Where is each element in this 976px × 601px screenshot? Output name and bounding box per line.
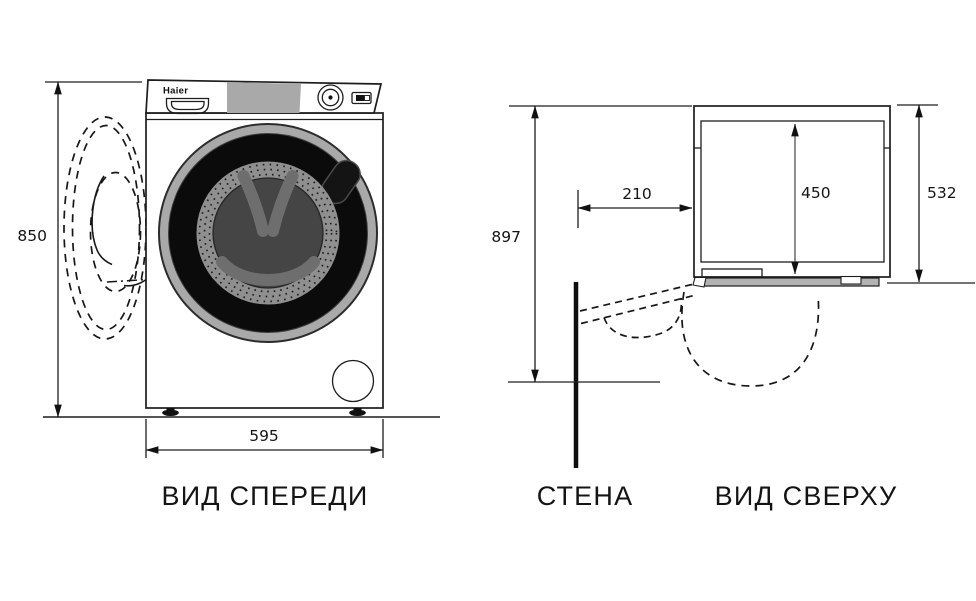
door-swing-middle-ellipse [71,124,141,331]
door-swing-glass-arc [91,175,113,266]
door-swing-centerline [106,278,149,283]
open-door-glass-bulge [603,297,683,339]
front-view-drawing: Haier [17,79,440,511]
front-width-dimension: 595 [145,419,384,458]
total-depth-value: 897 [491,228,521,246]
front-view-caption: ВИД СПЕРЕДИ [161,481,368,511]
right-foot [349,409,366,416]
program-knob [317,84,344,111]
door-swing-glass-ellipse [89,171,142,293]
machine-feet [162,408,366,416]
top-open-door-dashed [579,283,820,387]
top-total-depth-dimension: 897 [491,105,692,383]
top-view-caption: ВИД СВЕРХУ [715,481,898,511]
knob-outer-ring [317,84,344,111]
body-depth-dimension: 450 [791,123,831,275]
drum-perforation-dots [198,163,338,303]
drawer-outer [165,97,210,115]
porthole-door [158,123,378,343]
front-width-value: 595 [249,427,279,445]
front-height-dimension: 850 [17,81,142,418]
depth-with-door-value: 532 [927,184,957,202]
detergent-drawer [165,97,210,115]
display-light-segment [364,95,370,101]
control-panel-display-area [227,82,301,113]
front-open-door-dashed-outline [63,116,151,340]
front-panel-step [701,268,763,278]
display-dark-segment [356,95,364,101]
brand-logo: Haier [163,86,188,97]
drum-paddles [216,170,320,286]
door-swing-arc [681,291,820,387]
service-hatch [331,359,375,403]
knob-inner-ring [321,88,340,107]
front-height-value: 850 [17,227,47,245]
knob-pointer-dot [328,95,333,100]
top-view-drawing: 897 210 450 532 СТЕНА ВИД СВЕРХУ [491,104,975,511]
drawer-inner [170,100,205,111]
wall-caption: СТЕНА [537,481,634,511]
depth-with-door-dimension: 532 [897,104,957,283]
top-machine-body [693,105,891,278]
display-icon [351,91,372,105]
door-handle-recess [840,275,862,285]
wall-clearance-dimension: 210 [577,185,693,228]
body-depth-value: 450 [801,184,831,202]
open-door-edge-lower [580,294,697,325]
display-frame [351,91,372,105]
door-swing-outer-ellipse [63,116,147,340]
wall-clearance-value: 210 [622,185,652,203]
door-hinge-top-view [692,276,707,288]
left-foot [162,409,179,416]
open-door-edge-upper [579,283,695,312]
